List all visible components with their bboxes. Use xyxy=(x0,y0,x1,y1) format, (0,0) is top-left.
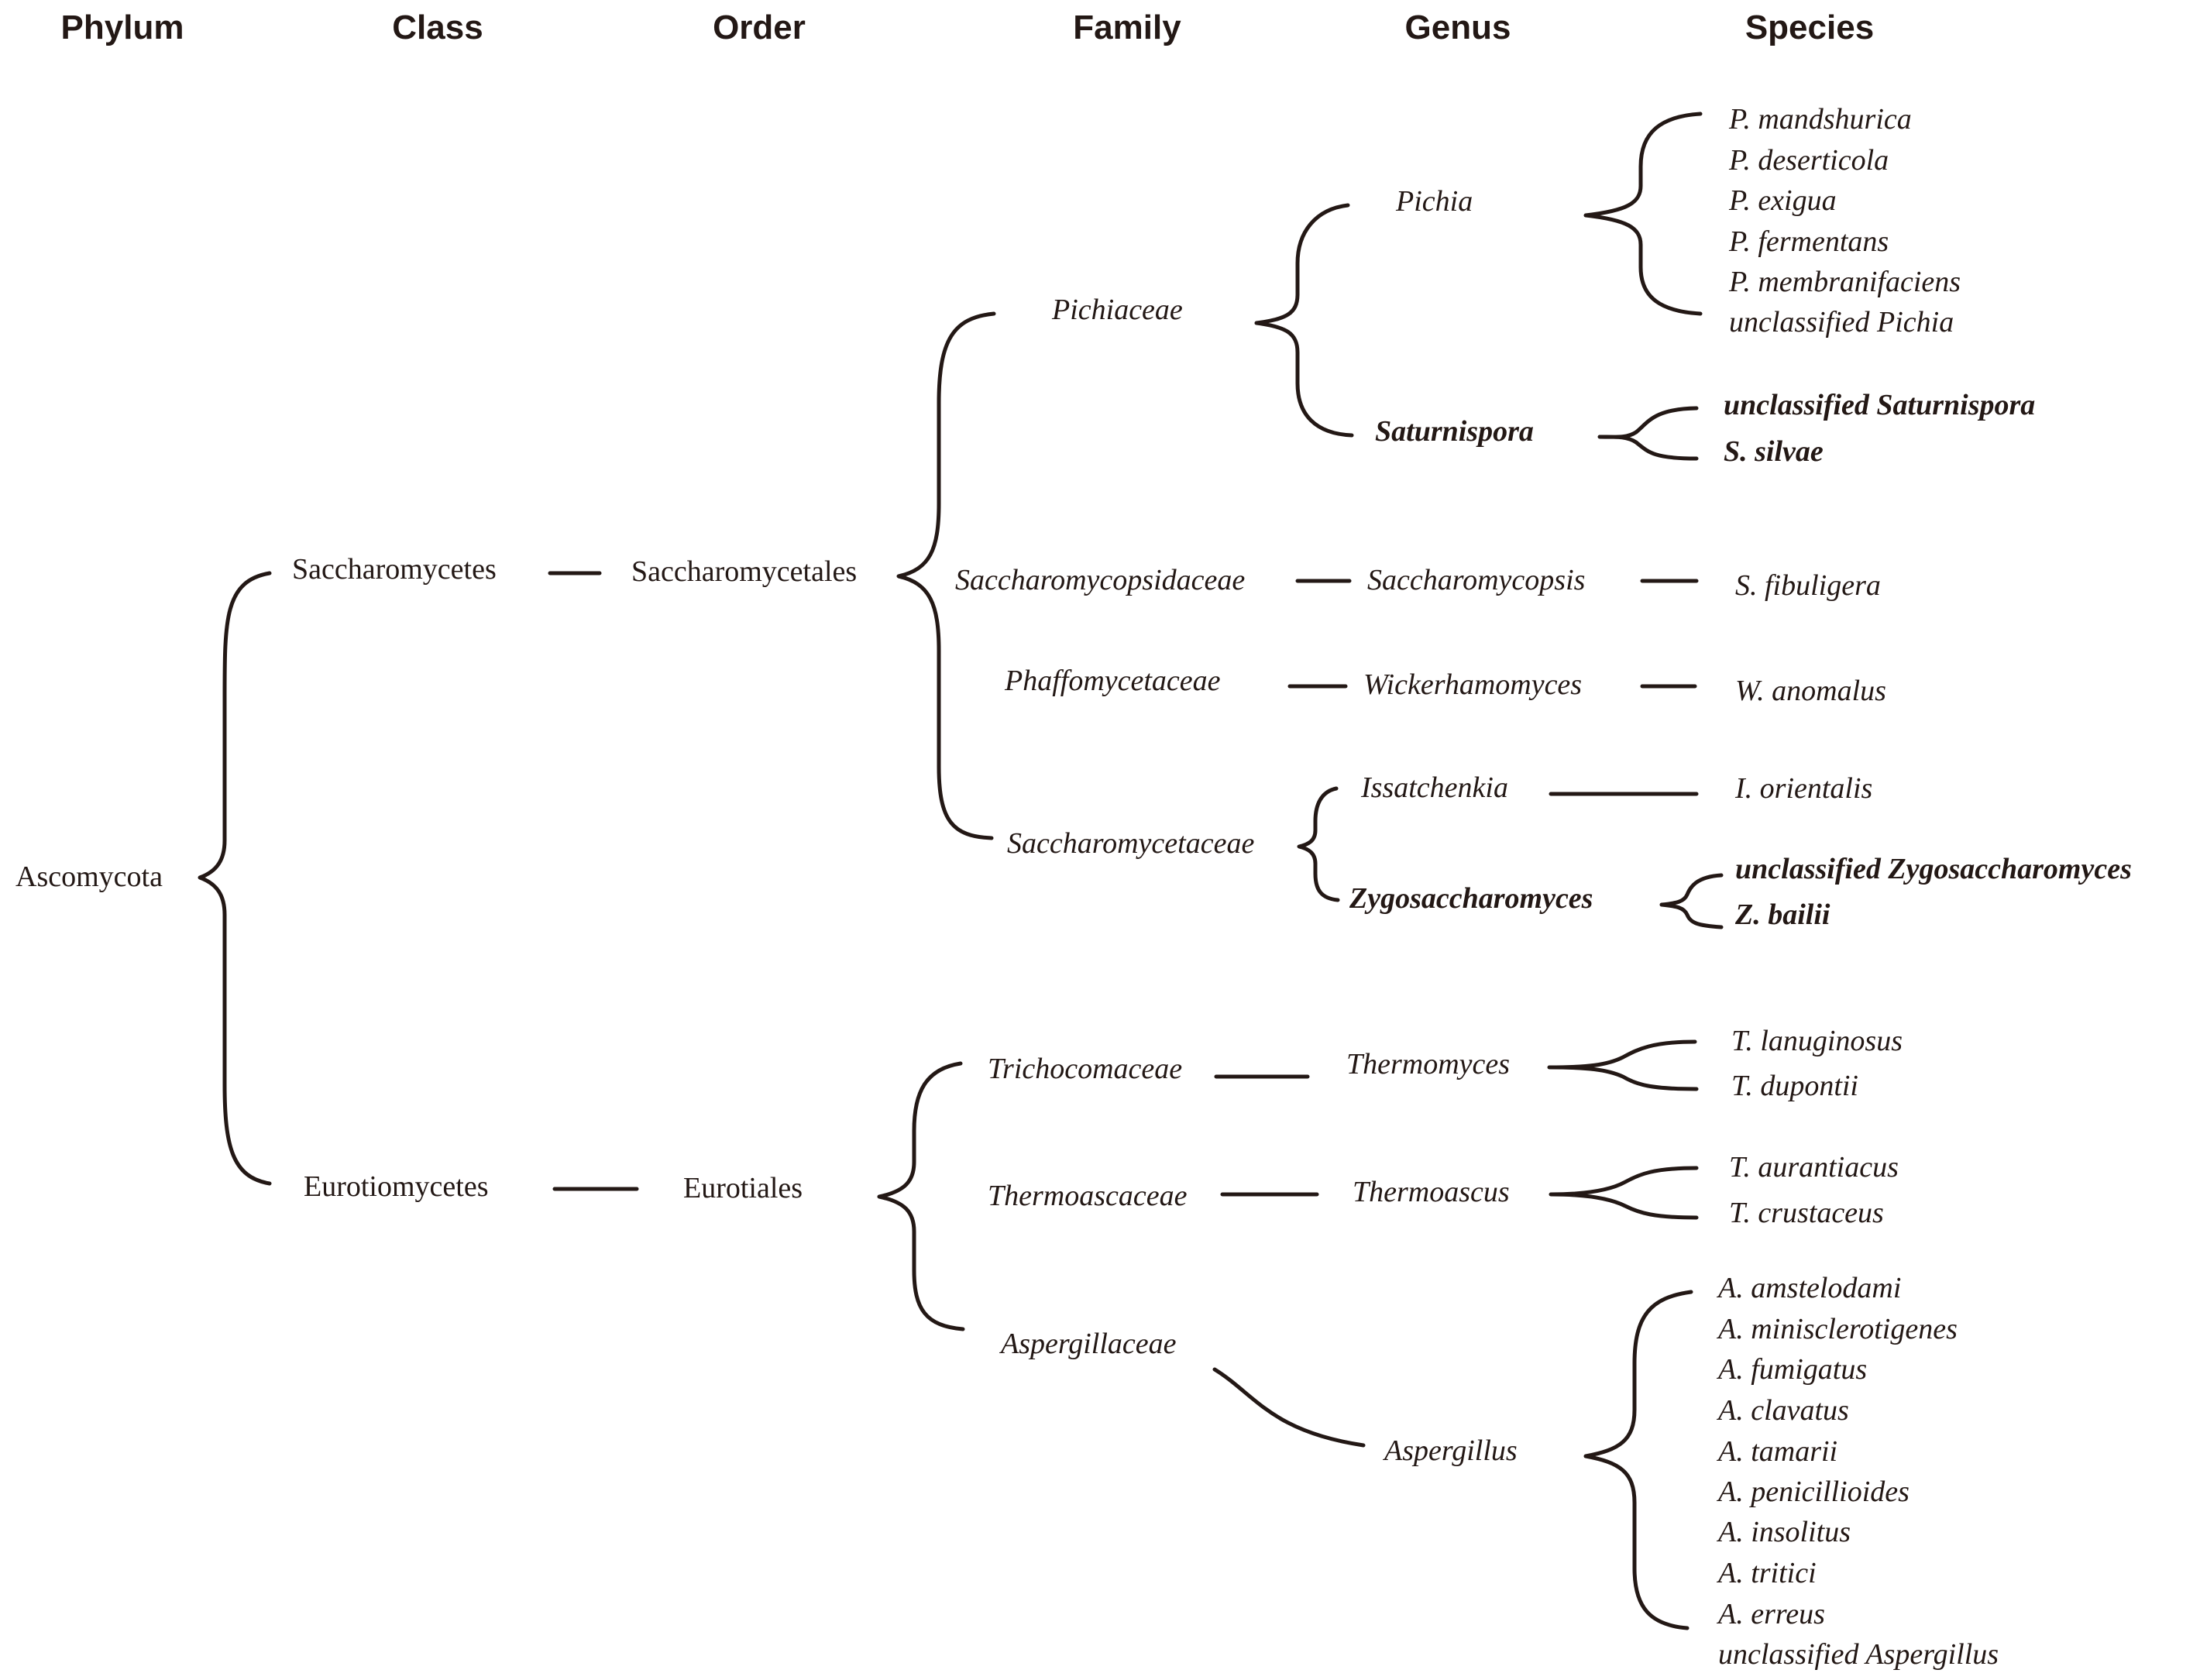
header-class: Class xyxy=(392,9,483,46)
species-item: P. deserticola xyxy=(1728,144,1889,177)
class-saccharomycetes: Saccharomycetes xyxy=(292,553,497,586)
family-thermoascaceae: Thermoascaceae xyxy=(988,1180,1188,1212)
species-s-fibuligera: S. fibuligera xyxy=(1735,569,1881,602)
genus-issatchenkia: Issatchenkia xyxy=(1360,771,1508,804)
species-list-aspergillus: A. amstelodami A. minisclerotigenes A. f… xyxy=(1716,1272,1999,1671)
species-list-pichia: P. mandshurica P. deserticola P. exigua … xyxy=(1728,103,1961,338)
species-item: A. minisclerotigenes xyxy=(1716,1313,1958,1345)
genus-pichia: Pichia xyxy=(1395,185,1473,218)
species-item: unclassified Pichia xyxy=(1729,306,1954,338)
zygosaccharomyces-species-brace xyxy=(1659,873,1724,929)
species-item: A. erreus xyxy=(1716,1598,1825,1630)
aspergillaceae-genus-connector xyxy=(1212,1367,1366,1448)
family-saccharomycopsidaceae: Saccharomycopsidaceae xyxy=(955,564,1245,596)
pichia-species-brace xyxy=(1583,112,1703,316)
header-family: Family xyxy=(1073,9,1181,46)
species-list-thermoascus: T. aurantiacus T. crustaceus xyxy=(1729,1151,1899,1229)
family-trichocomaceae: Trichocomaceae xyxy=(988,1053,1182,1085)
header-genus: Genus xyxy=(1405,9,1511,46)
genus-thermoascus: Thermoascus xyxy=(1353,1176,1510,1208)
class-eurotiomycetes: Eurotiomycetes xyxy=(304,1170,488,1203)
saccharomycetaceae-brace xyxy=(1297,786,1340,902)
species-item: unclassified Saturnispora xyxy=(1724,389,2035,421)
tree-connectors xyxy=(198,112,1724,1630)
species-item: P. exigua xyxy=(1728,184,1837,217)
genus-saccharomycopsis: Saccharomycopsis xyxy=(1367,564,1585,596)
phylum-brace xyxy=(198,571,272,1186)
family-pichiaceae: Pichiaceae xyxy=(1051,294,1183,326)
species-item: T. lanuginosus xyxy=(1731,1025,1903,1057)
thermoascus-species-fork xyxy=(1549,1166,1699,1220)
species-i-orientalis: I. orientalis xyxy=(1734,772,1872,805)
saturnispora-species-brace xyxy=(1597,406,1699,461)
genus-zygosaccharomyces: Zygosaccharomyces xyxy=(1349,882,1593,915)
species-item: A. fumigatus xyxy=(1716,1353,1867,1386)
species-list-saturnispora: unclassified Saturnispora S. silvae xyxy=(1724,389,2035,468)
header-order: Order xyxy=(713,9,806,46)
species-item: T. dupontii xyxy=(1731,1070,1858,1102)
species-item: A. clavatus xyxy=(1716,1394,1849,1427)
genus-thermomyces: Thermomyces xyxy=(1346,1048,1510,1080)
phylum-ascomycota: Ascomycota xyxy=(15,861,163,893)
family-phaffomycetaceae: Phaffomycetaceae xyxy=(1004,665,1221,697)
species-item: unclassified Zygosaccharomyces xyxy=(1735,853,2132,885)
order-saccharomycetales: Saccharomycetales xyxy=(631,555,857,588)
header-phylum: Phylum xyxy=(61,9,184,46)
species-list-zygosaccharomyces: unclassified Zygosaccharomyces Z. bailii xyxy=(1734,853,2132,931)
eurotiales-brace xyxy=(877,1061,965,1331)
genus-aspergillus: Aspergillus xyxy=(1382,1434,1518,1467)
species-w-anomalus: W. anomalus xyxy=(1735,675,1886,707)
species-item: unclassified Aspergillus xyxy=(1718,1638,1999,1671)
column-headers: Phylum Class Order Family Genus Species xyxy=(61,9,1875,46)
thermomyces-species-fork xyxy=(1547,1039,1699,1091)
species-item: A. tritici xyxy=(1716,1557,1817,1589)
header-species: Species xyxy=(1745,9,1874,46)
species-list-thermomyces: T. lanuginosus T. dupontii xyxy=(1731,1025,1903,1102)
species-item: T. crustaceus xyxy=(1729,1197,1884,1229)
species-item: P. fermentans xyxy=(1728,225,1889,258)
species-item: A. penicillioides xyxy=(1716,1476,1910,1508)
species-item: Z. bailii xyxy=(1734,898,1830,931)
aspergillus-species-brace xyxy=(1583,1290,1693,1630)
species-item: S. silvae xyxy=(1724,435,1824,468)
family-saccharomycetaceae: Saccharomycetaceae xyxy=(1007,827,1254,860)
genus-wickerhamomyces: Wickerhamomyces xyxy=(1363,668,1582,701)
species-item: P. mandshurica xyxy=(1728,103,1912,136)
species-item: A. amstelodami xyxy=(1716,1272,1901,1304)
order-eurotiales: Eurotiales xyxy=(683,1172,803,1204)
species-item: A. tamarii xyxy=(1716,1435,1837,1468)
species-item: A. insolitus xyxy=(1716,1516,1851,1548)
species-item: P. membranifaciens xyxy=(1728,266,1961,298)
pichiaceae-brace xyxy=(1254,203,1354,438)
family-aspergillaceae: Aspergillaceae xyxy=(999,1328,1177,1360)
species-item: T. aurantiacus xyxy=(1729,1151,1899,1184)
saccharomycetales-brace xyxy=(896,311,996,840)
genus-saturnispora: Saturnispora xyxy=(1375,415,1534,448)
